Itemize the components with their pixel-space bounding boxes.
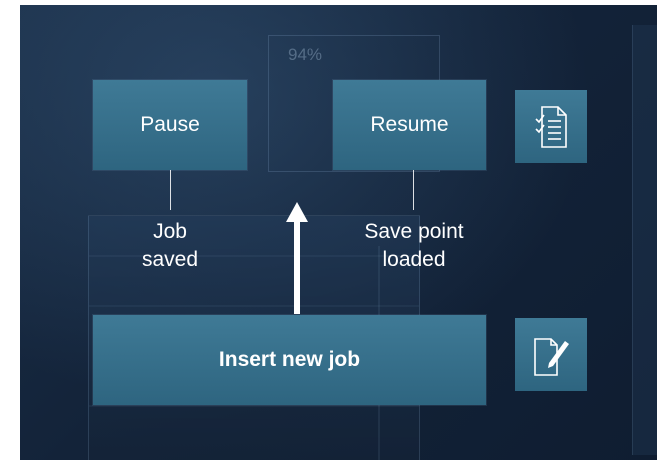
save-point-line2: loaded bbox=[382, 248, 446, 271]
save-point-line1: Save point bbox=[364, 220, 464, 243]
pause-box: Pause bbox=[93, 80, 247, 170]
save-point-caption: Save point loaded bbox=[338, 218, 490, 274]
pause-label: Pause bbox=[140, 113, 200, 136]
job-saved-line1: Job bbox=[153, 220, 187, 243]
resume-label: Resume bbox=[370, 113, 449, 136]
right-connector-line bbox=[413, 170, 414, 210]
edit-document-icon bbox=[534, 337, 569, 376]
edit-tile bbox=[515, 318, 587, 391]
resume-box: Resume bbox=[333, 80, 486, 170]
insert-new-job-box: Insert new job bbox=[93, 315, 486, 405]
job-saved-line2: saved bbox=[141, 248, 199, 271]
checklist-tile bbox=[515, 90, 587, 163]
diagram-canvas: 94% Pause Resume Job saved Save point lo… bbox=[20, 5, 657, 460]
background-side-panel bbox=[632, 25, 657, 455]
checklist-document-icon bbox=[535, 105, 567, 148]
left-connector-line bbox=[170, 170, 171, 210]
insert-new-job-label: Insert new job bbox=[218, 348, 361, 371]
job-saved-caption: Job saved bbox=[120, 218, 220, 274]
background-percent-text: 94% bbox=[288, 45, 323, 64]
up-arrow-icon bbox=[286, 202, 308, 314]
